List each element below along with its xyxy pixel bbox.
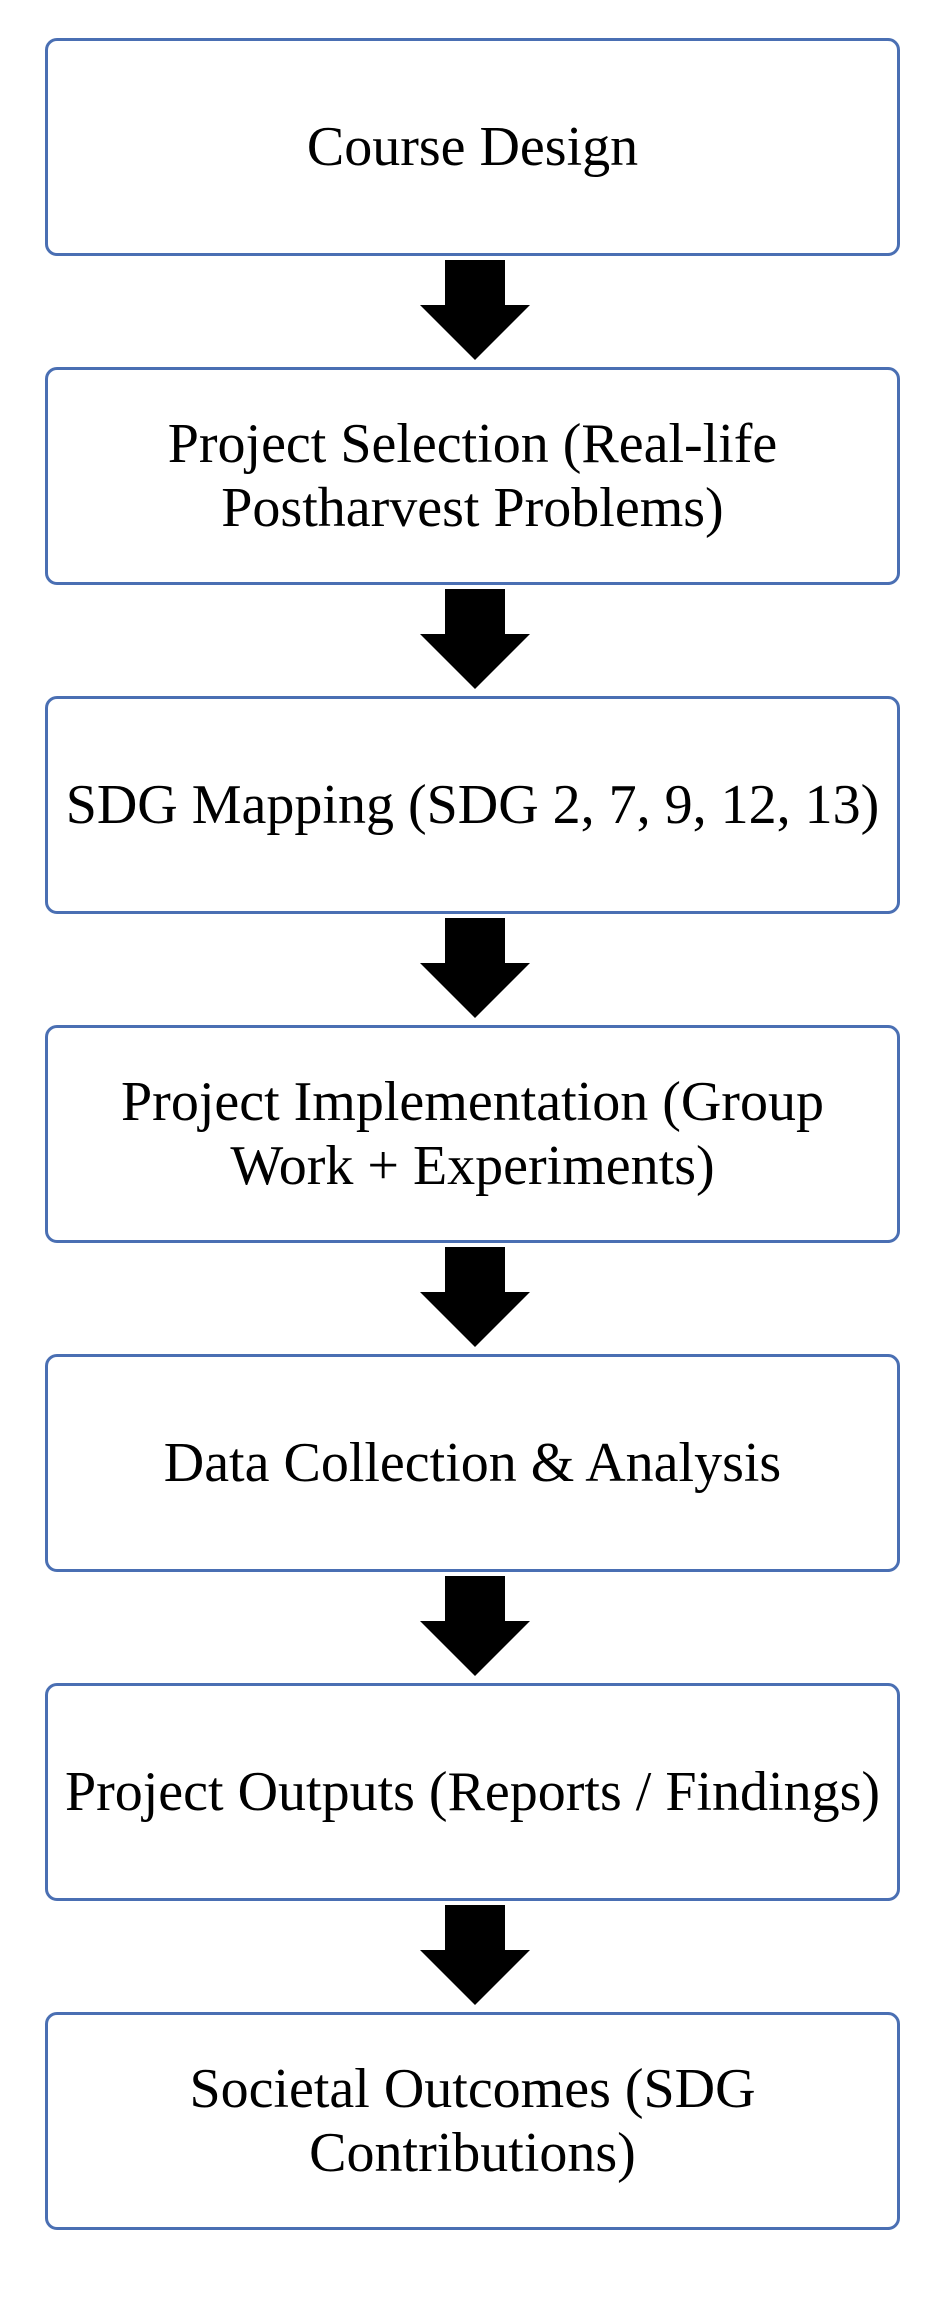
step-data-collection: Data Collection & Analysis xyxy=(45,1354,900,1572)
arrow-down-icon xyxy=(0,589,951,689)
step-label: Course Design xyxy=(306,115,639,178)
arrow-down-icon xyxy=(0,1576,951,1676)
step-label: SDG Mapping (SDG 2, 7, 9, 12, 13) xyxy=(65,773,880,836)
step-project-selection: Project Selection (Real-life Postharvest… xyxy=(45,367,900,585)
arrow-down-icon xyxy=(0,260,951,360)
step-project-implementation: Project Implementation (Group Work + Exp… xyxy=(45,1025,900,1243)
step-societal-outcomes: Societal Outcomes (SDG Contributions) xyxy=(45,2012,900,2230)
arrow-down-icon xyxy=(0,918,951,1018)
step-label: Data Collection & Analysis xyxy=(163,1431,782,1494)
step-label: Project Outputs (Reports / Findings) xyxy=(64,1760,881,1823)
arrow-down-icon xyxy=(0,1905,951,2005)
step-label: Project Implementation (Group Work + Exp… xyxy=(121,1070,824,1197)
step-label: Societal Outcomes (SDG Contributions) xyxy=(189,2057,756,2184)
step-label: Project Selection (Real-life Postharvest… xyxy=(167,412,778,539)
step-sdg-mapping: SDG Mapping (SDG 2, 7, 9, 12, 13) xyxy=(45,696,900,914)
step-project-outputs: Project Outputs (Reports / Findings) xyxy=(45,1683,900,1901)
step-course-design: Course Design xyxy=(45,38,900,256)
arrow-down-icon xyxy=(0,1247,951,1347)
